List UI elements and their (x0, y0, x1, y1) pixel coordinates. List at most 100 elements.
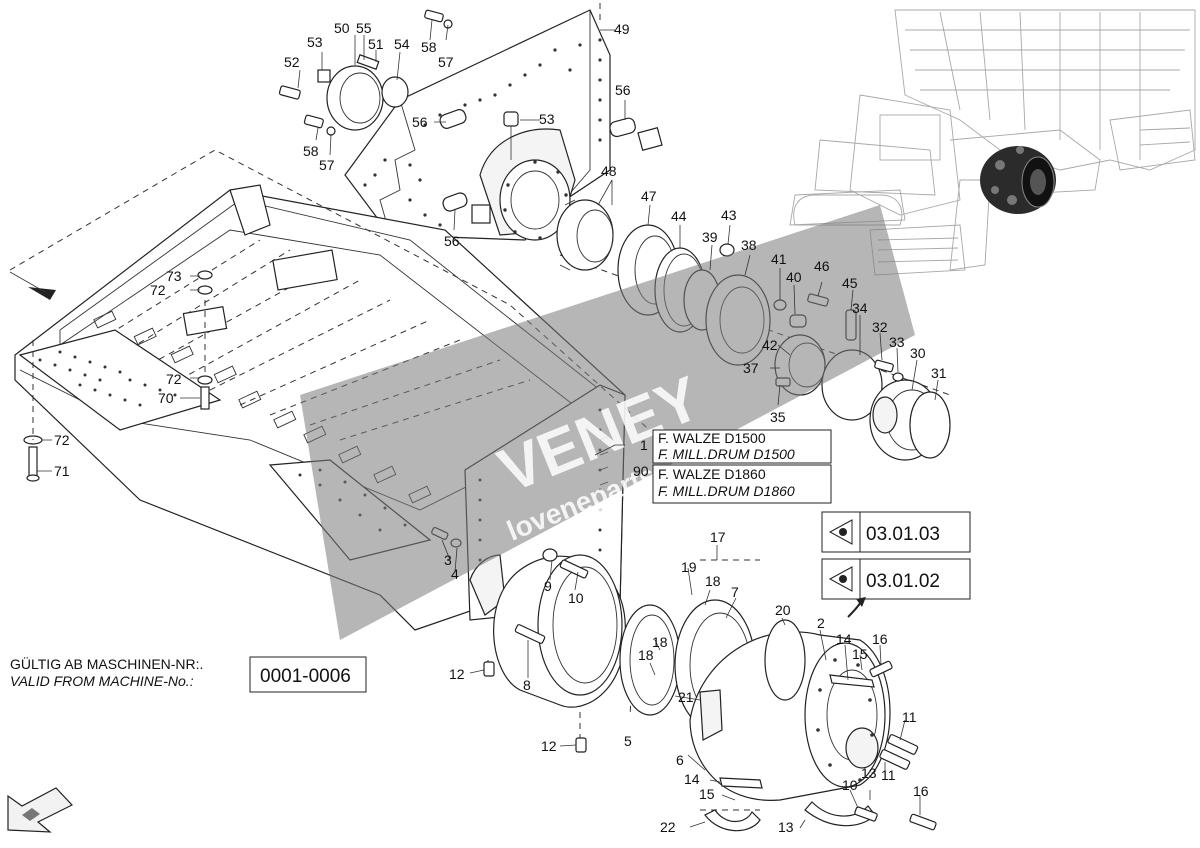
callout-labels: 49 50 55 53 51 54 58 57 52 56 56 53 58 5… (54, 20, 947, 835)
callout-58-bottom: 58 (303, 143, 319, 159)
hub-48 (556, 199, 614, 271)
callout-43: 43 (721, 207, 737, 223)
callout-15-bottom: 15 (699, 786, 715, 802)
variant-d1860-de: F. WALZE D1860 (658, 466, 766, 482)
previous-page-arrow-icon[interactable] (7, 787, 73, 833)
callout-16-top: 16 (872, 631, 888, 647)
ring-20 (764, 619, 806, 701)
screw-53-plate (503, 111, 519, 160)
callout-33: 33 (889, 334, 905, 350)
callout-58-top: 58 (421, 39, 437, 55)
callout-21: 21 (678, 689, 694, 705)
validity-line-de: GÜLTIG AB MASCHINEN-NR:. (10, 655, 203, 672)
machine-overview-illustration (789, 9, 1196, 276)
callout-56-right: 56 (615, 82, 631, 98)
highlighted-milling-drum-icon (980, 146, 1056, 214)
callout-11-bottom: 11 (881, 767, 896, 783)
callout-34: 34 (852, 300, 868, 316)
callout-9: 9 (544, 578, 552, 594)
callout-55: 55 (356, 20, 372, 36)
callout-72-mid: 72 (166, 371, 182, 387)
callout-56-left: 56 (412, 114, 428, 130)
callout-52: 52 (284, 54, 300, 70)
callout-32: 32 (872, 319, 888, 335)
bolt-16b (869, 660, 893, 678)
callout-10-bottom: 10 (842, 777, 858, 793)
callout-14-bottom: 14 (684, 771, 700, 787)
reference-label: 03.01.03 (866, 524, 940, 545)
callout-47: 47 (641, 188, 657, 204)
callout-35: 35 (770, 409, 786, 425)
ring-31 (909, 391, 951, 459)
reference-link-03-01-02[interactable]: 03.01.02 (821, 558, 971, 600)
bearing-cover-50 (278, 9, 453, 136)
callout-16-bottom: 16 (913, 783, 929, 799)
variant-d1500-de: F. WALZE D1500 (658, 430, 766, 446)
callout-11-top: 11 (902, 709, 917, 725)
callout-38: 38 (741, 237, 757, 253)
callout-54: 54 (394, 36, 410, 52)
callout-18-top: 18 (705, 573, 721, 589)
callout-57-top: 57 (438, 54, 454, 70)
variant-d1860-en: F. MILL.DRUM D1860 (658, 483, 795, 499)
callout-72-top: 72 (150, 282, 166, 298)
reference-label: 03.01.02 (866, 571, 940, 592)
callout-2: 2 (817, 615, 825, 631)
bolt-32 (874, 359, 894, 373)
callout-12-left: 12 (449, 666, 465, 682)
view-eye-icon (828, 566, 853, 592)
callout-4: 4 (451, 566, 459, 582)
callout-50: 50 (334, 20, 350, 36)
callout-8: 8 (523, 677, 531, 693)
washer-9 (542, 548, 558, 562)
bolt-8 (514, 624, 546, 644)
segment-21 (699, 689, 723, 741)
segment-13 (804, 801, 876, 827)
bolt-16 (909, 813, 937, 831)
callout-73: 73 (166, 268, 182, 284)
callout-12-bottom: 12 (541, 738, 557, 754)
washer-33 (892, 372, 904, 382)
pin-56-lower (442, 192, 468, 212)
callout-1: 1 (640, 437, 648, 453)
callout-49: 49 (614, 21, 630, 37)
segment-14 (719, 777, 763, 789)
plug-12b (575, 737, 587, 753)
callout-15-top: 15 (852, 646, 868, 662)
callout-13-bottom: 13 (778, 819, 794, 835)
callout-48: 48 (601, 163, 617, 179)
pin-56-right (609, 117, 636, 138)
callout-70: 70 (158, 390, 174, 406)
bolt-10-upper (559, 559, 589, 579)
reference-link-03-01-03[interactable]: 03.01.03 (821, 511, 971, 553)
callout-44: 44 (671, 208, 687, 224)
callout-56-bottom: 56 (444, 233, 460, 249)
callout-39: 39 (702, 229, 718, 245)
callout-17: 17 (710, 529, 726, 545)
bolt-10 (854, 806, 878, 822)
callout-22: 22 (660, 819, 676, 835)
direction-arrow-icon (28, 287, 56, 300)
callout-31: 31 (931, 365, 947, 381)
bolt-11 (887, 734, 919, 755)
callout-13-right: 13 (861, 765, 877, 781)
square-nut (471, 204, 491, 224)
segment-14b (829, 674, 875, 688)
callout-3: 3 (444, 552, 452, 568)
callout-30: 30 (910, 345, 926, 361)
callout-20: 20 (775, 602, 791, 618)
callout-10-left: 10 (568, 590, 584, 606)
plug-12 (483, 661, 495, 677)
side-plate-assembly (344, 9, 663, 241)
callout-42: 42 (762, 337, 778, 353)
callout-19: 19 (681, 559, 697, 575)
validity-machine-range: 0001-0006 (260, 666, 351, 687)
callout-6: 6 (676, 752, 684, 768)
callout-53-mid: 53 (539, 111, 555, 127)
leader-lines (37, 19, 939, 829)
drum-cylinder-8 (493, 554, 626, 708)
square-nut (637, 126, 663, 152)
callout-51: 51 (368, 36, 384, 52)
bolt-11b (879, 749, 911, 770)
